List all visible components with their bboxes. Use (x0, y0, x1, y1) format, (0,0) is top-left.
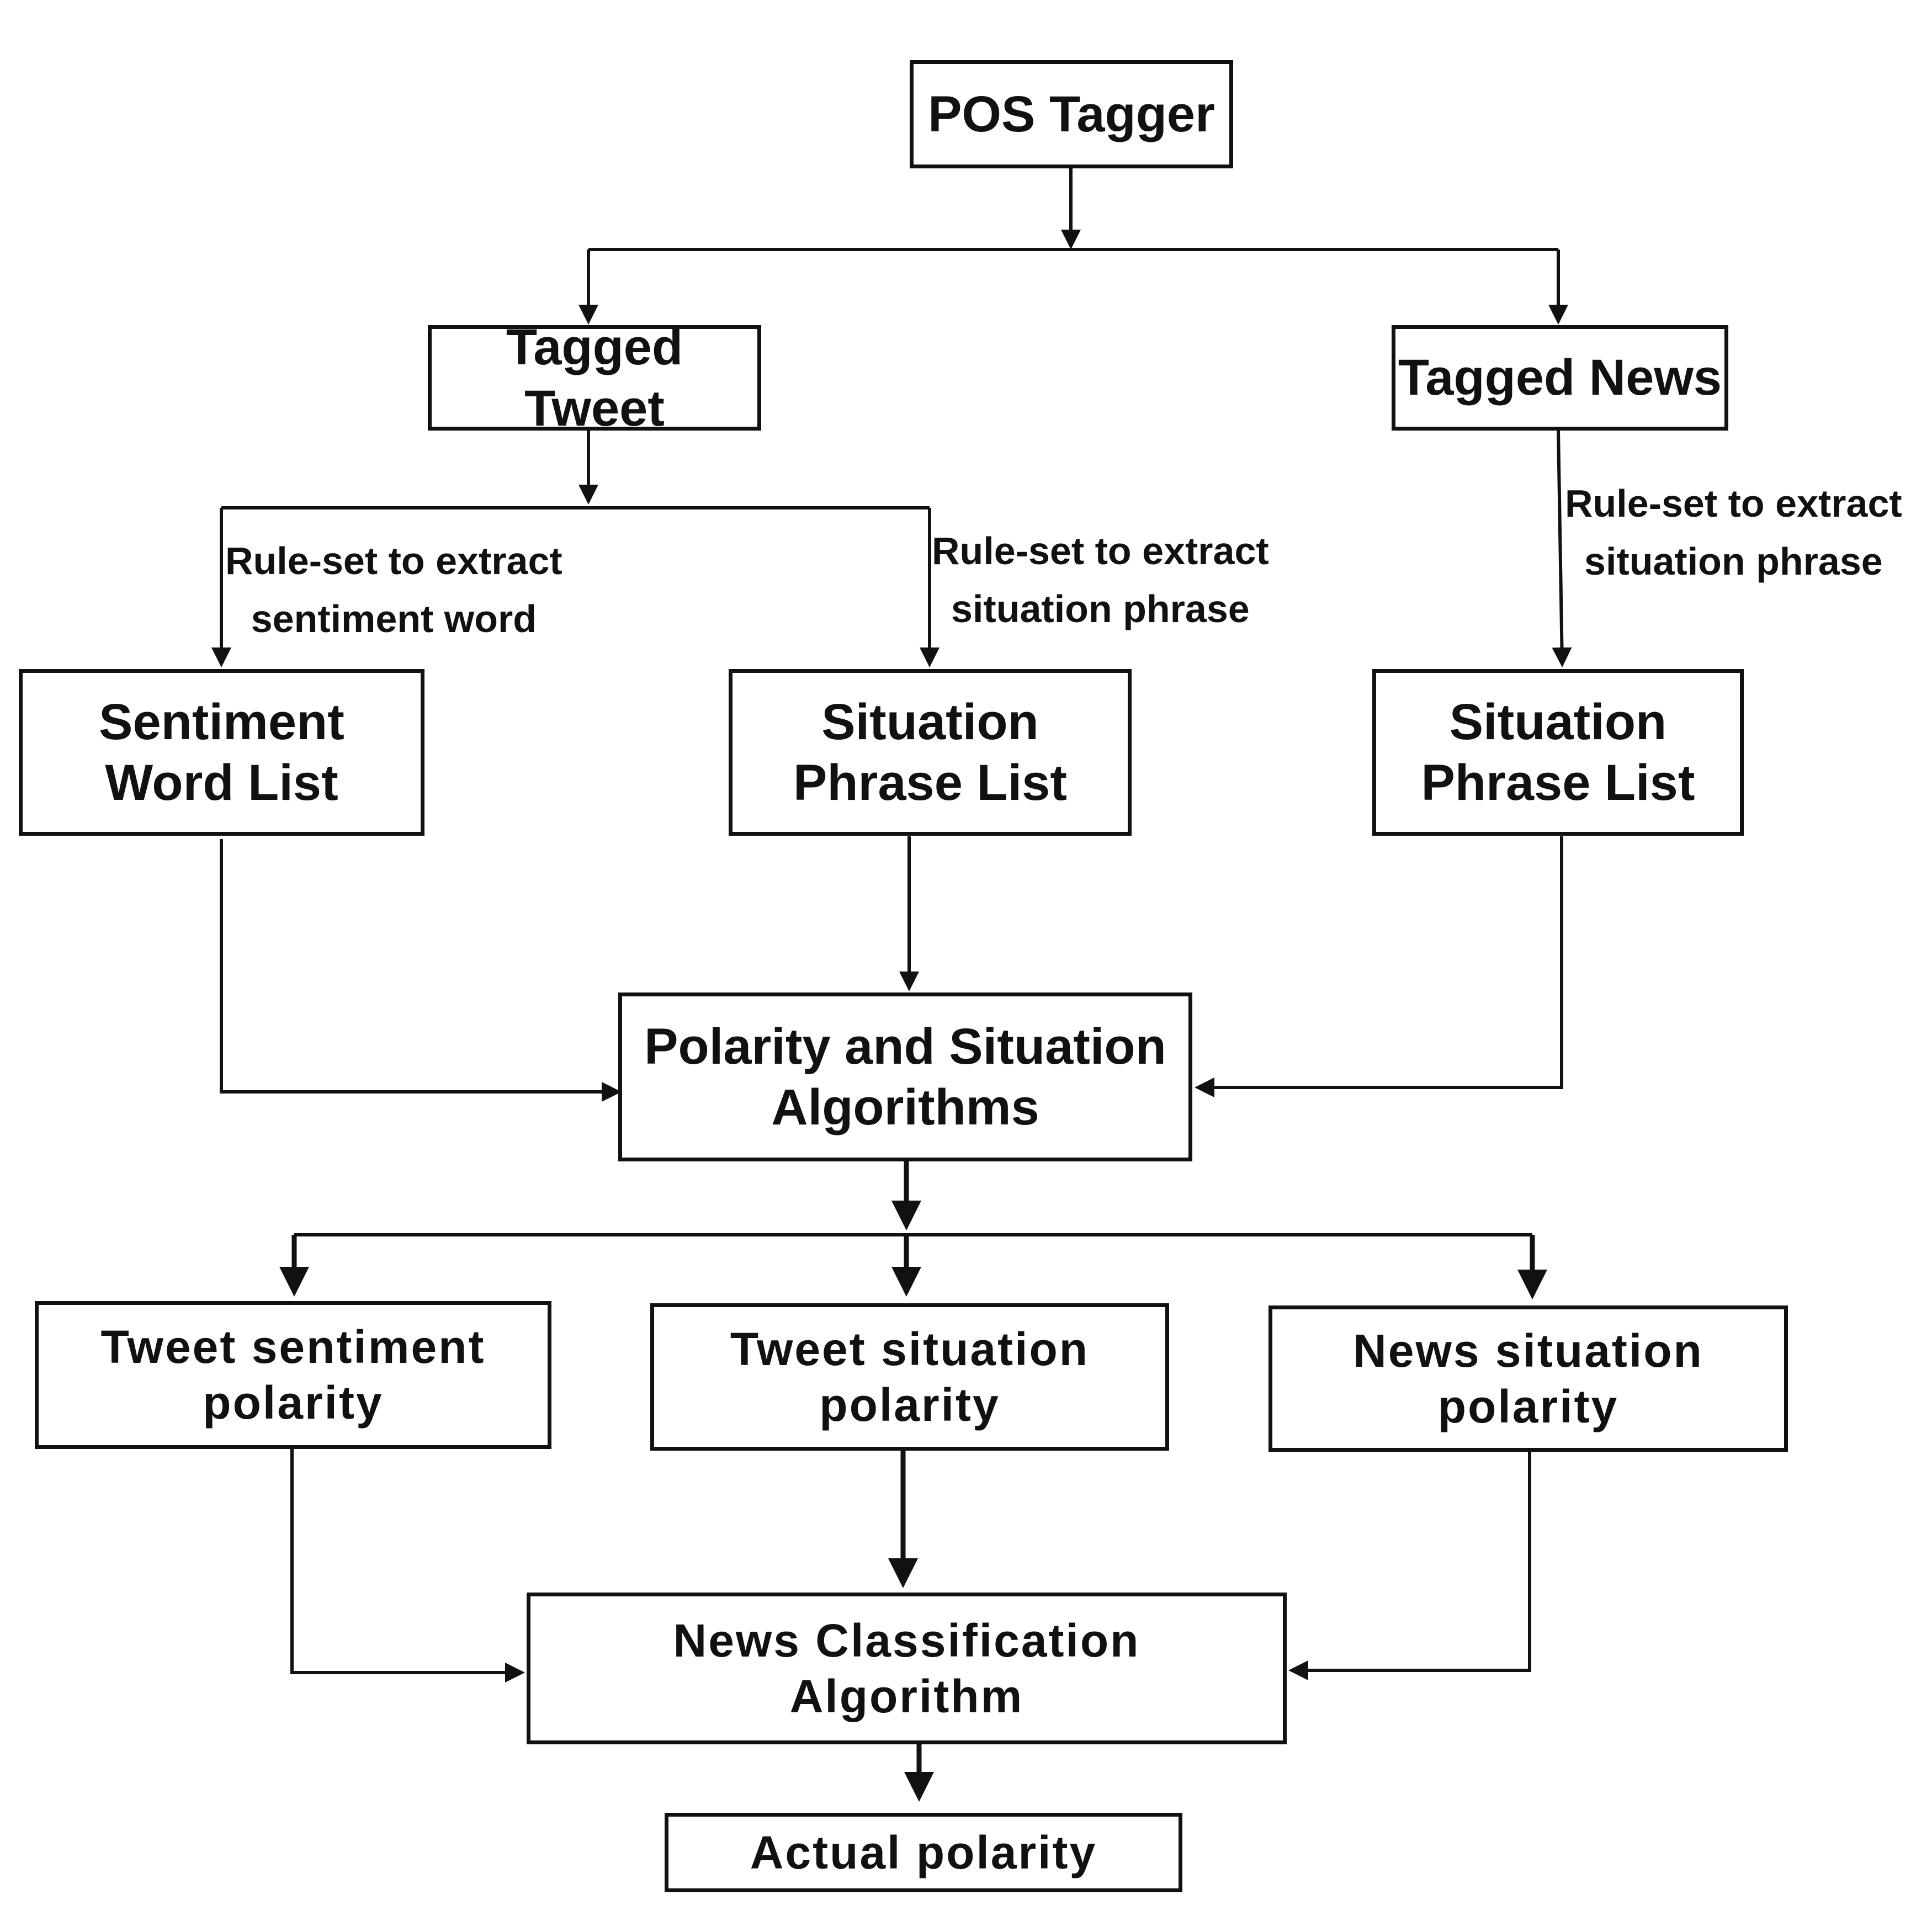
edge-label-extract-sentiment-word-line-1: Rule-set to extract (225, 539, 562, 582)
connector-news-phrase-to-algorithms (1195, 836, 1563, 1097)
connector-tweet-sentiment-to-classification (290, 1449, 525, 1682)
connector-news-situation-to-classification (1288, 1452, 1531, 1680)
tweet-situation-phrase-list-box: Situation Phrase List (729, 669, 1132, 836)
tagged-news-label: Tagged News (1398, 349, 1722, 406)
actual-polarity-box: Actual polarity (665, 1813, 1182, 1892)
news-situation-polarity-box: News situation polarity (1268, 1305, 1788, 1452)
connector-sentiment-to-algorithms (220, 839, 622, 1102)
pos-tagger-label: POS Tagger (928, 86, 1215, 142)
news-situation-phrase-list-box: Situation Phrase List (1372, 669, 1744, 836)
tweet-sentiment-polarity-line-1: Tweet sentiment (100, 1321, 486, 1373)
news-situation-polarity-line-2: polarity (1437, 1380, 1619, 1432)
edge-label-extract-sentiment-word-line-2: sentiment word (251, 597, 537, 640)
sentiment-word-list-line-2: Word List (105, 755, 338, 811)
news-situation-phrase-list-line-2: Phrase List (1421, 755, 1695, 811)
tweet-situation-polarity-box: Tweet situation polarity (650, 1303, 1169, 1451)
tagged-tweet-label: Tagged Tweet (506, 319, 683, 437)
sentiment-word-list-box: Sentiment Word List (19, 669, 424, 836)
polarity-situation-algorithms-line-1: Polarity and Situation (644, 1018, 1166, 1075)
tweet-situation-polarity-line-1: Tweet situation (730, 1323, 1090, 1375)
edge-label-extract-news-situation-phrase-line-2: situation phrase (1584, 540, 1883, 583)
tweet-sentiment-polarity-line-2: polarity (203, 1377, 384, 1429)
news-classification-algorithm-line-1: News Classification (673, 1614, 1140, 1666)
news-situation-phrase-list-line-1: Situation (1449, 693, 1667, 750)
edge-label-extract-news-situation-phrase: Rule-set to extract situation phrase (1565, 475, 1902, 591)
news-classification-algorithm-box: News Classification Algorithm (527, 1593, 1287, 1744)
news-situation-polarity-line-1: News situation (1353, 1324, 1703, 1377)
tweet-situation-polarity-line-2: polarity (819, 1378, 1000, 1431)
edge-label-extract-tweet-situation-phrase-line-2: situation phrase (951, 587, 1250, 630)
connector-to-news-phrase-list (1552, 430, 1572, 667)
pos-tagger-box: POS Tagger (910, 60, 1233, 168)
actual-polarity-label: Actual polarity (750, 1826, 1097, 1878)
sentiment-word-list-line-1: Sentiment (99, 693, 344, 750)
news-classification-algorithm-line-2: Algorithm (789, 1670, 1024, 1722)
edge-label-extract-news-situation-phrase-line-1: Rule-set to extract (1565, 482, 1902, 525)
tweet-situation-phrase-list-line-1: Situation (821, 693, 1039, 750)
edge-label-extract-sentiment-word: Rule-set to extract sentiment word (225, 532, 562, 648)
polarity-situation-algorithms-line-2: Algorithms (771, 1079, 1039, 1135)
tweet-situation-phrase-list-line-2: Phrase List (793, 755, 1067, 811)
tweet-sentiment-polarity-box: Tweet sentiment polarity (35, 1301, 551, 1449)
edge-label-extract-tweet-situation-phrase-line-1: Rule-set to extract (932, 529, 1269, 572)
tagged-news-box: Tagged News (1392, 325, 1728, 431)
edge-label-extract-tweet-situation-phrase: Rule-set to extract situation phrase (932, 522, 1269, 638)
tagged-tweet-box: Tagged Tweet (428, 319, 761, 437)
polarity-situation-algorithms-box: Polarity and Situation Algorithms (618, 992, 1192, 1161)
